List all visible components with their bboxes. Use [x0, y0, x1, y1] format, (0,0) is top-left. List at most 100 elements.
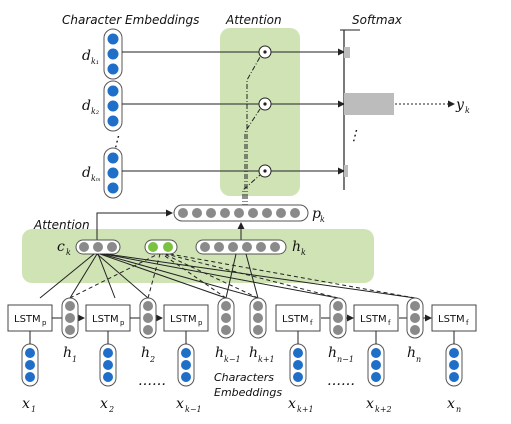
hidden-label-k+1-sub: k+1: [258, 355, 275, 364]
svg-text:LSTM: LSTM: [170, 314, 197, 325]
softmax-ellipsis: ⋮: [347, 128, 361, 144]
input-label-k+2: x: [366, 396, 374, 412]
lstm-cell-4: LSTM f: [275, 304, 321, 332]
input-label-2: x: [100, 396, 108, 412]
hidden-label-n-1-sub: n−1: [337, 355, 354, 364]
attention-bottom-panel: [22, 229, 374, 283]
ck-to-pk-arrow: [96, 209, 173, 240]
header-attention-top: Attention: [225, 13, 282, 27]
svg-text:p: p: [120, 319, 125, 327]
input-label-k+2-sub: k+2: [375, 405, 392, 414]
caption-embeddings: Embeddings: [214, 386, 282, 399]
ck-label-sub: k: [66, 248, 71, 257]
pk-feed-2: [244, 108, 261, 209]
lstm-cell-5: LSTM f: [353, 304, 399, 332]
hidden-label-2-sub: 2: [149, 355, 155, 364]
input-label-k+1: x: [288, 396, 296, 412]
hidden-column-n-1: [329, 297, 347, 339]
hidden-column-1: [61, 297, 79, 339]
green-node-2: [163, 242, 173, 252]
input-column-k+2: [367, 331, 385, 387]
embedding-label-1: d: [82, 48, 91, 64]
hidden-label-n-sub: n: [416, 355, 421, 364]
svg-text:LSTM: LSTM: [14, 314, 41, 325]
input-column-1: [21, 331, 39, 387]
output-label: y: [455, 97, 465, 113]
attention-solid-lines: [39, 253, 416, 299]
input-label-n-sub: n: [456, 405, 461, 414]
embedding-column-2: [103, 80, 123, 132]
hidden-label-n-1: h: [328, 345, 337, 361]
hidden-label-k-1: h: [215, 345, 224, 361]
hk-input-lines: [225, 253, 259, 299]
input-label-k-1: x: [176, 396, 184, 412]
input-label-k+1-sub: k+1: [297, 405, 314, 414]
lstm-cell-2: LSTM p: [85, 304, 131, 332]
hk-label-sub: k: [301, 248, 306, 257]
ck-node-3: [107, 242, 117, 252]
embedding-ellipsis: ⋮: [109, 134, 123, 150]
svg-text:LSTM: LSTM: [92, 314, 119, 325]
hidden-label-1: h: [63, 345, 72, 361]
input-label-n: x: [447, 396, 455, 412]
hidden-column-2: [139, 297, 157, 339]
ellipsis-right: ……: [327, 373, 355, 389]
svg-text:LSTM: LSTM: [438, 314, 465, 325]
ck-node-1: [79, 242, 89, 252]
multiply-node-1: [258, 45, 272, 59]
input-label-2-sub: 2: [108, 405, 114, 414]
input-column-2: [99, 331, 117, 387]
hidden-column-k+1: [249, 297, 267, 339]
hidden-label-n: h: [407, 345, 416, 361]
hk-label: h: [292, 239, 301, 255]
input-column-n: [445, 331, 463, 387]
embedding-label-2-sub: k₂: [91, 107, 99, 116]
embedding-label-m-sub: kₘ: [91, 174, 101, 183]
hidden-label-k+1: h: [249, 345, 258, 361]
pk-label: p: [312, 206, 321, 222]
ck-label: c: [57, 239, 65, 255]
embedding-column-m: [103, 147, 123, 199]
lstm-cell-3: LSTM p: [163, 304, 209, 332]
attention-top-panel: [220, 28, 300, 196]
lstm-cell-1: LSTM p: [7, 304, 53, 332]
embedding-column-1: [103, 28, 123, 80]
svg-text:p: p: [42, 319, 47, 327]
header-softmax: Softmax: [352, 13, 403, 27]
pk-feed-m: [242, 174, 261, 209]
embedding-label-2: d: [82, 98, 91, 114]
green-node-1: [148, 242, 158, 252]
output-label-sub: k: [465, 106, 470, 115]
hidden-column-n: [406, 297, 424, 339]
hidden-label-2: h: [141, 345, 150, 361]
hidden-label-k-1-sub: k−1: [224, 355, 241, 364]
input-label-k-1-sub: k−1: [185, 405, 202, 414]
svg-text:f: f: [310, 319, 313, 327]
svg-text:p: p: [198, 319, 203, 327]
input-column-k-1: [177, 331, 195, 387]
ellipsis-left: ……: [138, 373, 166, 389]
softmax-bar-2: [344, 93, 394, 115]
pk-feed-1: [246, 56, 261, 209]
input-label-1-sub: 1: [31, 405, 36, 414]
hidden-label-1-sub: 1: [72, 355, 77, 364]
softmax-bar-1: [344, 47, 350, 58]
pk-label-sub: k: [320, 215, 325, 224]
multiply-node-2: [258, 97, 272, 111]
input-column-k+1: [289, 331, 307, 387]
header-attention-left: Attention: [33, 218, 90, 232]
caption-characters: Characters: [214, 371, 274, 384]
ck-node-2: [93, 242, 103, 252]
svg-text:LSTM: LSTM: [360, 314, 387, 325]
softmax-bar-m: [344, 165, 348, 177]
svg-text:f: f: [466, 319, 469, 327]
input-label-1: x: [22, 396, 30, 412]
embedding-label-1-sub: k₁: [91, 57, 99, 66]
svg-text:f: f: [388, 319, 391, 327]
attention-dashed-lines: [69, 253, 416, 299]
header-character-embeddings: Character Embeddings: [62, 13, 199, 27]
svg-text:LSTM: LSTM: [282, 314, 309, 325]
hidden-column-k-1: [217, 297, 235, 339]
